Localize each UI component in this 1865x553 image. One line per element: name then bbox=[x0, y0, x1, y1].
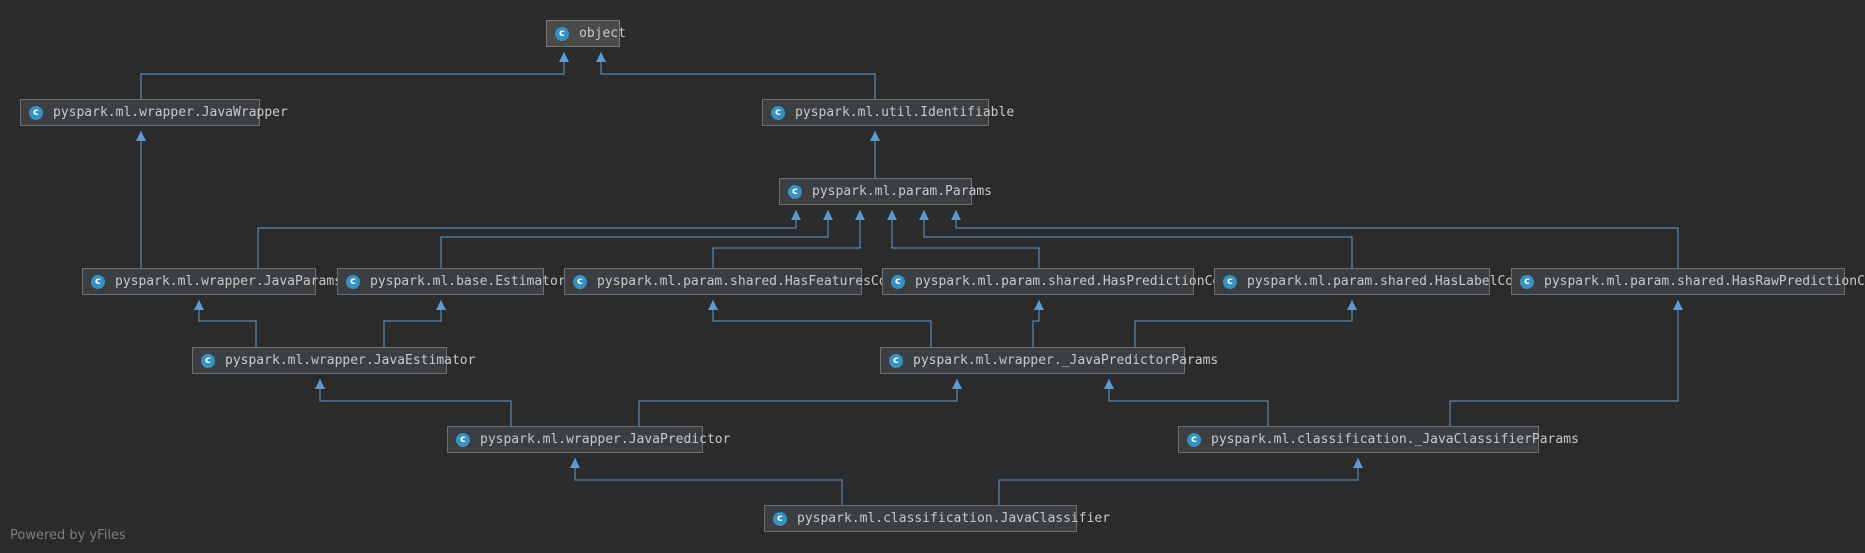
inheritance-edge bbox=[891, 210, 1040, 268]
class-node-java-classifier-params[interactable]: c pyspark.ml.classification._JavaClassif… bbox=[1178, 426, 1579, 453]
inheritance-arrowhead bbox=[570, 458, 580, 468]
class-icon: c bbox=[889, 353, 903, 368]
inheritance-edge bbox=[1449, 300, 1679, 426]
inheritance-arrowhead bbox=[136, 131, 146, 141]
inheritance-edge bbox=[1134, 300, 1353, 347]
inheritance-arrowhead bbox=[708, 300, 718, 310]
inheritance-edge bbox=[198, 300, 257, 347]
class-node-java-estimator[interactable]: c pyspark.ml.wrapper.JavaEstimator bbox=[192, 347, 475, 374]
class-icon: c bbox=[573, 274, 587, 289]
inheritance-arrowhead bbox=[559, 52, 569, 62]
class-icon: c bbox=[555, 26, 569, 41]
inheritance-arrowhead bbox=[887, 210, 897, 220]
inheritance-edge bbox=[998, 458, 1359, 505]
class-icon: c bbox=[771, 105, 785, 120]
inheritance-arrowhead bbox=[870, 131, 880, 141]
class-name: pyspark.ml.param.shared.HasRawPrediction… bbox=[1544, 274, 1865, 289]
inheritance-edge bbox=[1032, 300, 1040, 347]
inheritance-edge bbox=[923, 210, 1353, 268]
class-name: pyspark.ml.util.Identifiable bbox=[795, 105, 1015, 120]
inheritance-edge bbox=[1108, 379, 1269, 426]
inheritance-arrowhead bbox=[952, 379, 962, 389]
inheritance-edge bbox=[712, 210, 861, 268]
watermark-powered-by: Powered by yFiles bbox=[10, 528, 126, 543]
class-name: pyspark.ml.wrapper._JavaPredictorParams bbox=[913, 353, 1219, 368]
class-node-has-prediction-col[interactable]: c pyspark.ml.param.shared.HasPredictionC… bbox=[882, 268, 1228, 295]
class-name: pyspark.ml.param.shared.HasPredictionCol bbox=[915, 274, 1229, 289]
inheritance-arrowhead bbox=[315, 379, 325, 389]
class-node-java-predictor[interactable]: c pyspark.ml.wrapper.JavaPredictor bbox=[447, 426, 730, 453]
inheritance-arrowhead bbox=[823, 210, 833, 220]
class-icon: c bbox=[1223, 274, 1237, 289]
class-node-has-features-col[interactable]: c pyspark.ml.param.shared.HasFeaturesCol bbox=[564, 268, 894, 295]
inheritance-edge bbox=[712, 300, 932, 347]
inheritance-arrowhead bbox=[1347, 300, 1357, 310]
inheritance-edge bbox=[440, 210, 829, 268]
class-node-java-wrapper[interactable]: c pyspark.ml.wrapper.JavaWrapper bbox=[20, 99, 288, 126]
inheritance-edge bbox=[955, 210, 1679, 268]
inheritance-edge bbox=[600, 52, 876, 99]
inheritance-arrowhead bbox=[919, 210, 929, 220]
inheritance-arrowhead bbox=[1034, 300, 1044, 310]
class-name: pyspark.ml.param.shared.HasLabelCol bbox=[1247, 274, 1521, 289]
class-name: pyspark.ml.classification.JavaClassifier bbox=[797, 511, 1111, 526]
inheritance-arrowhead bbox=[855, 210, 865, 220]
inheritance-edge bbox=[319, 379, 512, 426]
inheritance-arrowhead bbox=[1353, 458, 1363, 468]
inheritance-arrowhead bbox=[436, 300, 446, 310]
class-name: pyspark.ml.wrapper.JavaEstimator bbox=[225, 353, 476, 368]
inheritance-edge bbox=[257, 210, 797, 268]
inheritance-edge bbox=[574, 458, 843, 505]
class-node-java-classifier[interactable]: c pyspark.ml.classification.JavaClassifi… bbox=[764, 505, 1110, 532]
class-node-estimator[interactable]: c pyspark.ml.base.Estimator bbox=[337, 268, 566, 295]
class-name: pyspark.ml.param.Params bbox=[812, 184, 993, 199]
inheritance-edge bbox=[140, 52, 565, 99]
inheritance-arrowhead bbox=[951, 210, 961, 220]
class-icon: c bbox=[456, 432, 470, 447]
class-node-object[interactable]: c object bbox=[546, 20, 626, 47]
class-node-java-params[interactable]: c pyspark.ml.wrapper.JavaParams bbox=[82, 268, 342, 295]
class-name: pyspark.ml.classification._JavaClassifie… bbox=[1211, 432, 1579, 447]
class-icon: c bbox=[91, 274, 105, 289]
class-node-java-predictor-params[interactable]: c pyspark.ml.wrapper._JavaPredictorParam… bbox=[880, 347, 1218, 374]
class-node-params[interactable]: c pyspark.ml.param.Params bbox=[779, 178, 992, 205]
class-icon: c bbox=[1187, 432, 1201, 447]
inheritance-arrowhead bbox=[596, 52, 606, 62]
class-icon: c bbox=[346, 274, 360, 289]
inheritance-edge bbox=[638, 379, 958, 426]
class-name: pyspark.ml.wrapper.JavaParams bbox=[115, 274, 342, 289]
inheritance-arrowhead bbox=[791, 210, 801, 220]
inheritance-arrowhead bbox=[1673, 300, 1683, 310]
class-name: pyspark.ml.wrapper.JavaWrapper bbox=[53, 105, 288, 120]
class-node-identifiable[interactable]: c pyspark.ml.util.Identifiable bbox=[762, 99, 1014, 126]
class-icon: c bbox=[891, 274, 905, 289]
class-icon: c bbox=[773, 511, 787, 526]
class-name: pyspark.ml.param.shared.HasFeaturesCol bbox=[597, 274, 895, 289]
class-name: pyspark.ml.wrapper.JavaPredictor bbox=[480, 432, 731, 447]
class-icon: c bbox=[201, 353, 215, 368]
class-node-has-raw-prediction-col[interactable]: c pyspark.ml.param.shared.HasRawPredicti… bbox=[1511, 268, 1865, 295]
inheritance-edge bbox=[383, 300, 442, 347]
class-node-has-label-col[interactable]: c pyspark.ml.param.shared.HasLabelCol bbox=[1214, 268, 1521, 295]
class-icon: c bbox=[29, 105, 43, 120]
inheritance-arrowhead bbox=[194, 300, 204, 310]
class-icon: c bbox=[788, 184, 802, 199]
inheritance-arrowhead bbox=[1104, 379, 1114, 389]
class-icon: c bbox=[1520, 274, 1534, 289]
class-name: object bbox=[579, 26, 626, 41]
class-name: pyspark.ml.base.Estimator bbox=[370, 274, 566, 289]
